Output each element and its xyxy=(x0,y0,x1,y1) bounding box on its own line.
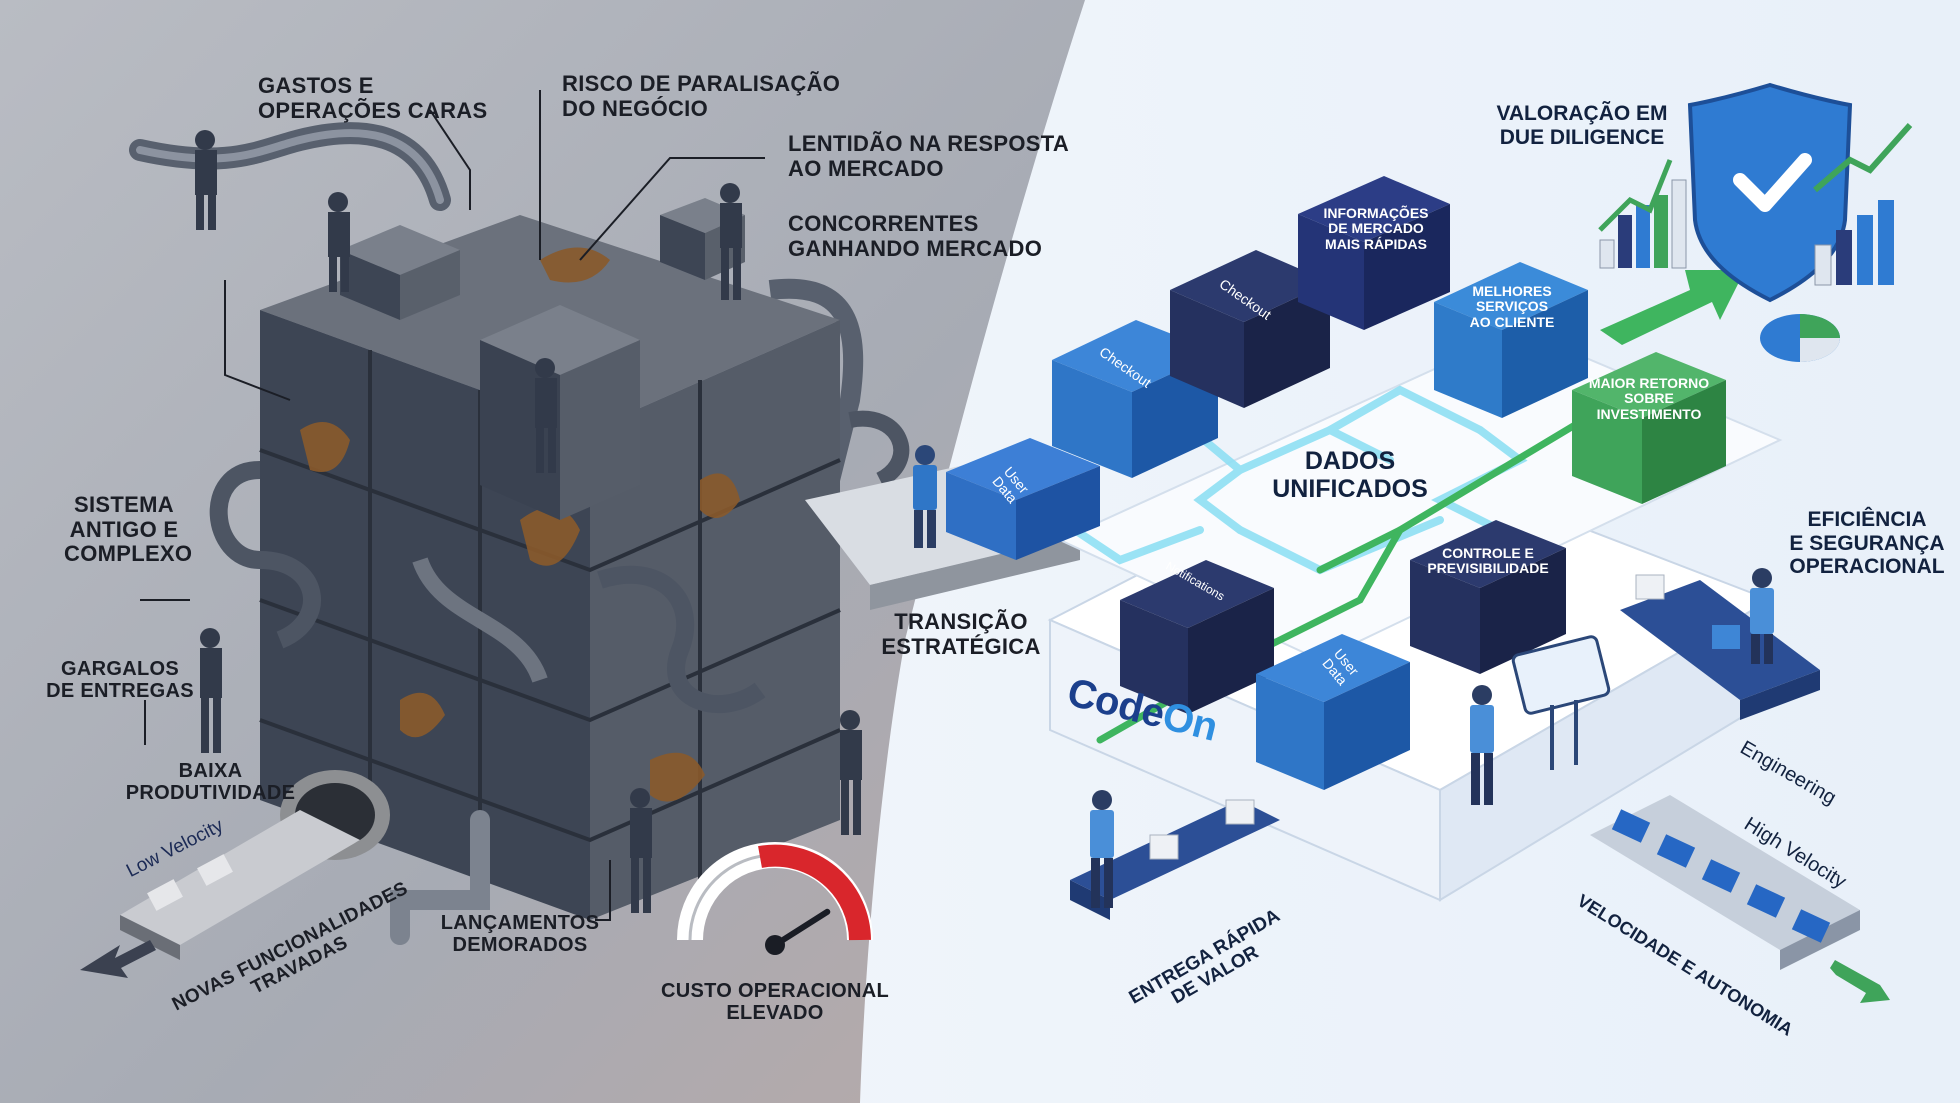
label-gargalos-line2: DE ENTREGAS xyxy=(46,680,194,703)
label-sistema-line2: ANTIGO E xyxy=(69,516,179,542)
label-dados-line2: UNIFICADOS xyxy=(1272,475,1428,503)
growth-chart-icon xyxy=(1598,123,1913,362)
block-info-line1: INFORMAÇÕES xyxy=(1323,205,1429,221)
block-controle-line2: PREVISIBILIDADE xyxy=(1427,560,1549,577)
label-risco-line1: RISCO DE PARALISAÇÃO xyxy=(562,71,841,96)
label-transicao: TRANSIÇÃO ESTRATÉGICA xyxy=(876,609,1046,659)
label-lentidao-line1: LENTIDÃO NA RESPOSTA xyxy=(788,131,1070,156)
label-eficiencia-line3: OPERACIONAL xyxy=(1789,555,1945,579)
block-info-line2: DE MERCADO xyxy=(1328,220,1424,237)
label-concorrentes: CONCORRENTES GANHANDO MERCADO xyxy=(788,211,1043,261)
label-concorrentes-line1: CONCORRENTES xyxy=(788,211,979,236)
label-transicao-line1: TRANSIÇÃO xyxy=(894,609,1028,634)
label-valoracao-line2: DUE DILIGENCE xyxy=(1499,125,1665,149)
label-lentidao-line2: AO MERCADO xyxy=(788,155,944,181)
label-sistema-line3: COMPLEXO xyxy=(64,541,193,567)
label-custo-line2: ELEVADO xyxy=(726,1002,824,1025)
label-risco-line2: DO NEGÓCIO xyxy=(562,95,709,121)
block-info-line3: MAIS RÁPIDAS xyxy=(1325,235,1427,252)
block-melhores-line3: AO CLIENTE xyxy=(1469,313,1555,330)
label-baixa-line2: PRODUTIVIDADE xyxy=(125,782,296,805)
label-baixa: BAIXA PRODUTIVIDADE xyxy=(123,760,298,805)
label-gastos-line2: OPERAÇÕES CARAS xyxy=(258,97,488,123)
label-baixa-line1: BAIXA xyxy=(178,760,243,782)
block-retorno-line1: MAIOR RETORNO xyxy=(1588,375,1710,391)
label-lancamentos: LANÇAMENTOS DEMORADOS xyxy=(440,912,600,957)
label-eficiencia: EFICIÊNCIA E SEGURANÇA OPERACIONAL xyxy=(1782,508,1952,579)
label-custo-line1: CUSTO OPERACIONAL xyxy=(660,980,890,1002)
label-sistema: SISTEMA ANTIGO E COMPLEXO xyxy=(64,492,193,567)
label-gastos: GASTOS E OPERAÇÕES CARAS xyxy=(258,73,488,123)
block-melhores-line2: SERVIÇOS xyxy=(1475,298,1549,315)
label-valoracao-line1: VALORAÇÃO EM xyxy=(1496,102,1668,125)
modern-platform xyxy=(946,176,1890,1003)
label-lancamentos-line1: LANÇAMENTOS xyxy=(440,912,600,934)
legacy-monolith xyxy=(80,90,910,978)
label-eficiencia-line1: EFICIÊNCIA xyxy=(1807,508,1927,531)
block-retorno-line3: INVESTIMENTO xyxy=(1596,405,1702,422)
label-lentidao: LENTIDÃO NA RESPOSTA AO MERCADO xyxy=(788,131,1070,181)
cost-gauge xyxy=(677,842,873,955)
label-lancamentos-line2: DEMORADOS xyxy=(452,934,588,957)
shield-icon xyxy=(1687,82,1853,303)
block-maior-retorno: MAIOR RETORNO SOBRE INVESTIMENTO xyxy=(1584,375,1714,422)
block-controle-line1: CONTROLE E xyxy=(1442,545,1534,561)
label-gargalos-line1: GARGALOS xyxy=(61,658,179,680)
label-concorrentes-line2: GANHANDO MERCADO xyxy=(788,235,1043,261)
block-retorno-line2: SOBRE xyxy=(1624,390,1674,407)
block-controle: CONTROLE E PREVISIBILIDADE xyxy=(1408,545,1568,577)
block-melhores: MELHORES SERVIÇOS AO CLIENTE xyxy=(1462,283,1562,330)
label-gastos-line1: GASTOS E xyxy=(258,73,374,98)
block-melhores-line1: MELHORES xyxy=(1472,283,1552,299)
label-transicao-line2: ESTRATÉGICA xyxy=(881,633,1041,659)
label-sistema-line1: SISTEMA xyxy=(74,492,174,517)
label-valoracao: VALORAÇÃO EM DUE DILIGENCE xyxy=(1472,102,1692,149)
label-custo: CUSTO OPERACIONAL ELEVADO xyxy=(655,980,895,1025)
block-info-mercado: INFORMAÇÕES DE MERCADO MAIS RÁPIDAS xyxy=(1306,205,1446,252)
label-dados-unificados: DADOS UNIFICADOS xyxy=(1270,447,1430,503)
label-dados-line1: DADOS xyxy=(1304,447,1396,475)
label-eficiencia-line2: E SEGURANÇA xyxy=(1789,531,1945,555)
label-gargalos: GARGALOS DE ENTREGAS xyxy=(40,658,200,703)
label-risco: RISCO DE PARALISAÇÃO DO NEGÓCIO xyxy=(562,71,841,121)
